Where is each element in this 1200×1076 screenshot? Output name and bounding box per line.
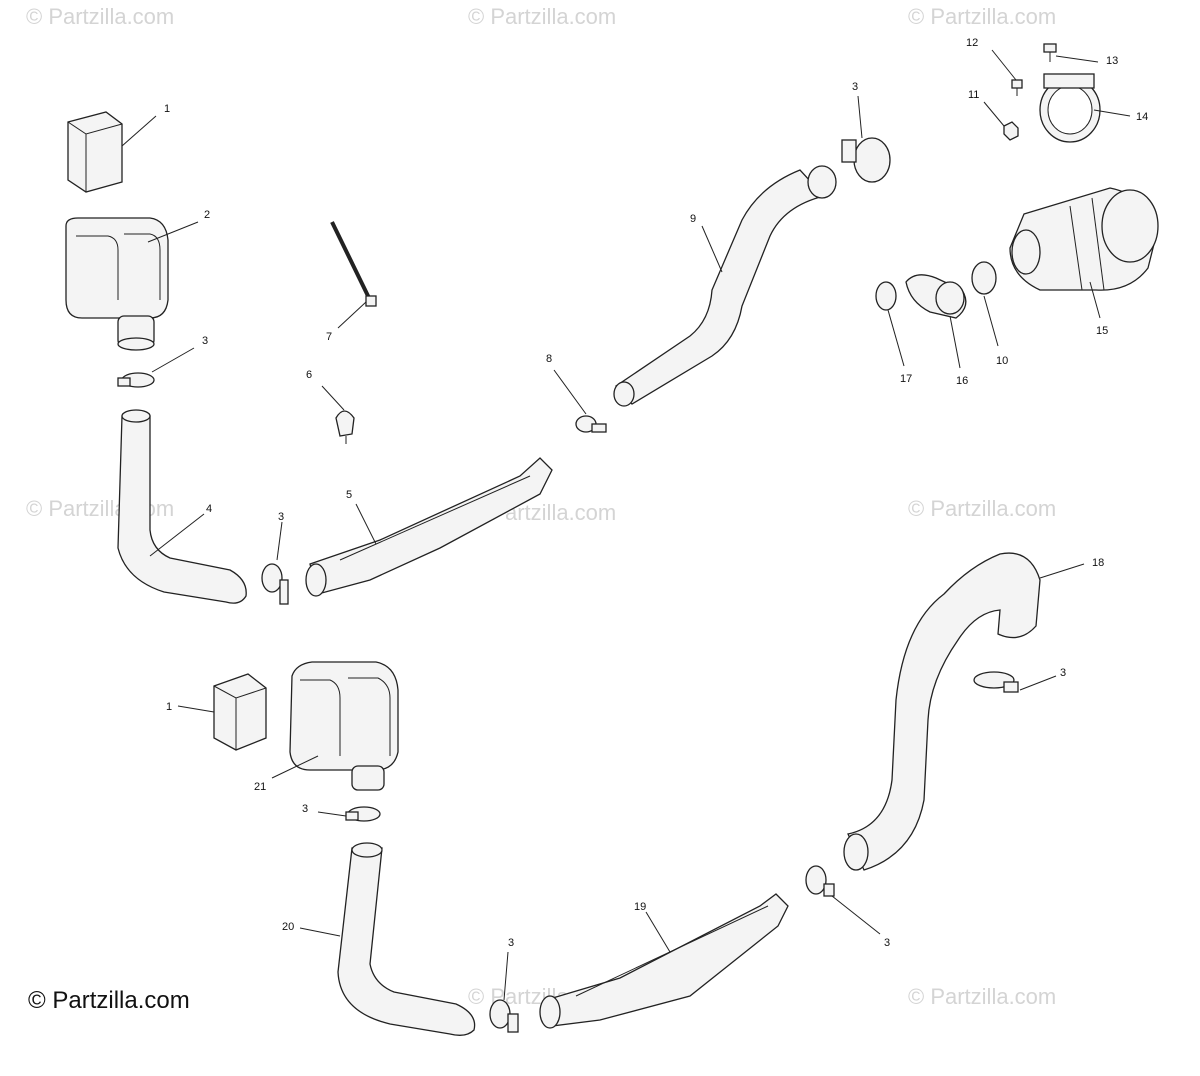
part-s-duct	[613, 165, 837, 407]
part-foam-block	[67, 111, 123, 193]
callout: 2	[204, 209, 210, 221]
part-intake-duct-elbow	[337, 842, 476, 1036]
callout: 16	[956, 375, 968, 387]
callout: 19	[634, 901, 646, 913]
part-hose-clamp	[841, 137, 891, 183]
callout: 10	[996, 355, 1008, 367]
callout: 20	[282, 921, 294, 933]
callout: 12	[966, 37, 978, 49]
part-hose-clamp	[973, 671, 1019, 693]
part-cable-tie	[330, 221, 377, 307]
part-hose-clamp	[971, 261, 997, 295]
watermark: © Partzilla.com	[468, 4, 617, 29]
part-intake-duct-elbow	[117, 409, 247, 604]
part-coupler	[905, 274, 967, 319]
callout: 8	[546, 353, 552, 365]
part-hose-clamp	[489, 999, 519, 1033]
leader-lines	[121, 49, 1131, 1001]
watermark: © Partzilla.com	[908, 4, 1057, 29]
callout: 17	[900, 373, 912, 385]
callout-labels: 1 2 3 3 4 3 5 6 7 8 9 3 10 11 12 13 14 1…	[164, 37, 1148, 949]
callout: 3	[302, 803, 308, 815]
callout: 3	[852, 81, 858, 93]
part-hose-clamp	[575, 415, 607, 433]
callout: 3	[884, 937, 890, 949]
watermark: © Partzilla.com	[908, 496, 1057, 521]
part-hose-clamp	[805, 865, 835, 897]
callout: 6	[306, 369, 312, 381]
callout: 4	[206, 503, 212, 515]
callout: 5	[346, 489, 352, 501]
callout: 1	[166, 701, 172, 713]
callout: 18	[1092, 557, 1104, 569]
callout: 13	[1106, 55, 1118, 67]
callout: 7	[326, 331, 332, 343]
part-mounting-strap	[1039, 73, 1101, 143]
part-hose-clamp	[875, 281, 897, 311]
callout: 3	[202, 335, 208, 347]
callout: 9	[690, 213, 696, 225]
watermark: © Partzilla.com	[908, 984, 1057, 1009]
part-grommet	[335, 410, 355, 444]
part-hose-clamp	[261, 563, 289, 605]
part-foam-block	[213, 673, 267, 751]
callout: 21	[254, 781, 266, 793]
part-nut	[1003, 121, 1019, 141]
watermark: © Partzilla.com	[26, 4, 175, 29]
callout: 3	[278, 511, 284, 523]
callout: 15	[1096, 325, 1108, 337]
part-bolt	[1043, 43, 1057, 62]
part-intake-duct	[305, 457, 553, 597]
part-hose-clamp	[117, 372, 155, 388]
part-airbox	[65, 217, 169, 351]
callout: 11	[968, 89, 979, 101]
callout: 1	[164, 103, 170, 115]
part-screw	[1011, 79, 1023, 96]
part-air-filter	[1009, 187, 1159, 291]
part-hose-clamp	[345, 806, 381, 822]
callout: 14	[1136, 111, 1148, 123]
callout: 3	[1060, 667, 1066, 679]
copyright-credit: © Partzilla.com	[28, 987, 190, 1014]
part-s-duct	[843, 552, 1041, 871]
part-airbox	[289, 661, 399, 791]
part-intake-duct	[539, 893, 789, 1029]
callout: 3	[508, 937, 514, 949]
